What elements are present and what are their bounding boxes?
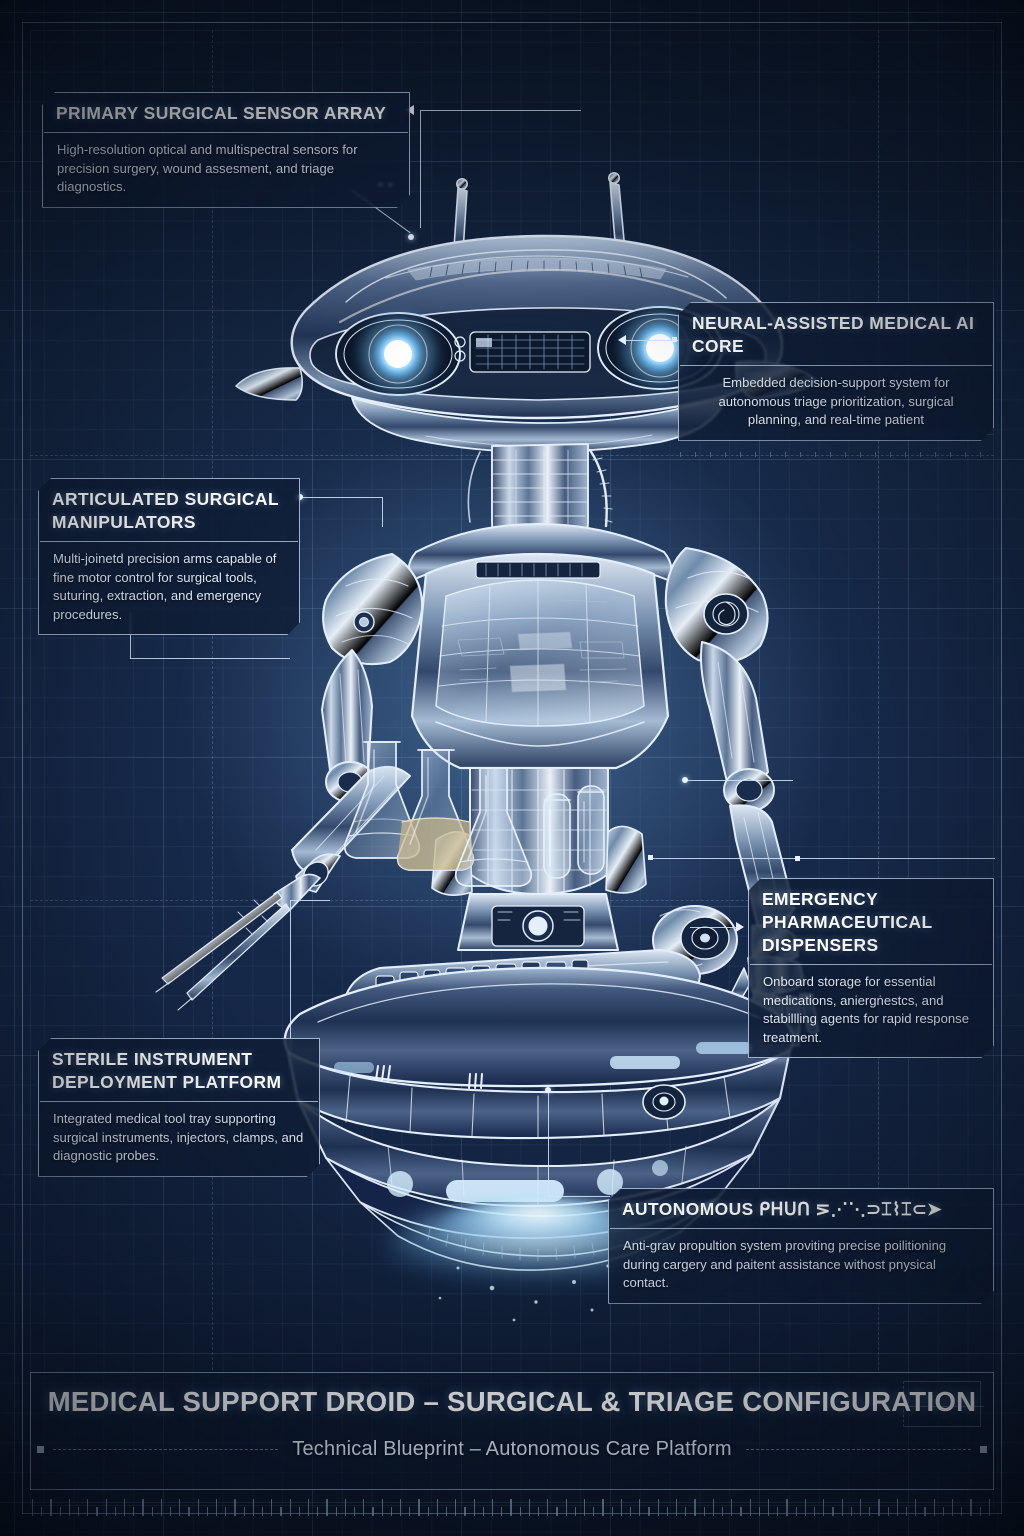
sheet-border-inner <box>30 30 994 1506</box>
